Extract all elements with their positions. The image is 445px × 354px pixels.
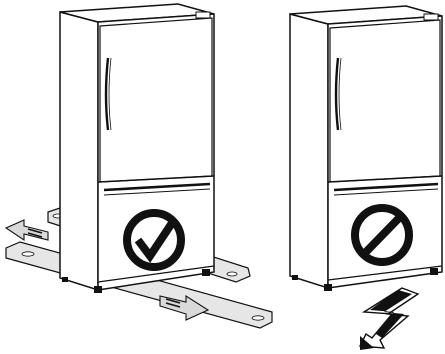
lightning-arrow-icon	[360, 288, 418, 350]
left-panel-correct	[6, 4, 272, 328]
refrigerator-left	[60, 4, 214, 293]
right-panel-incorrect	[290, 6, 442, 350]
arrow-back-left-icon	[6, 220, 48, 240]
